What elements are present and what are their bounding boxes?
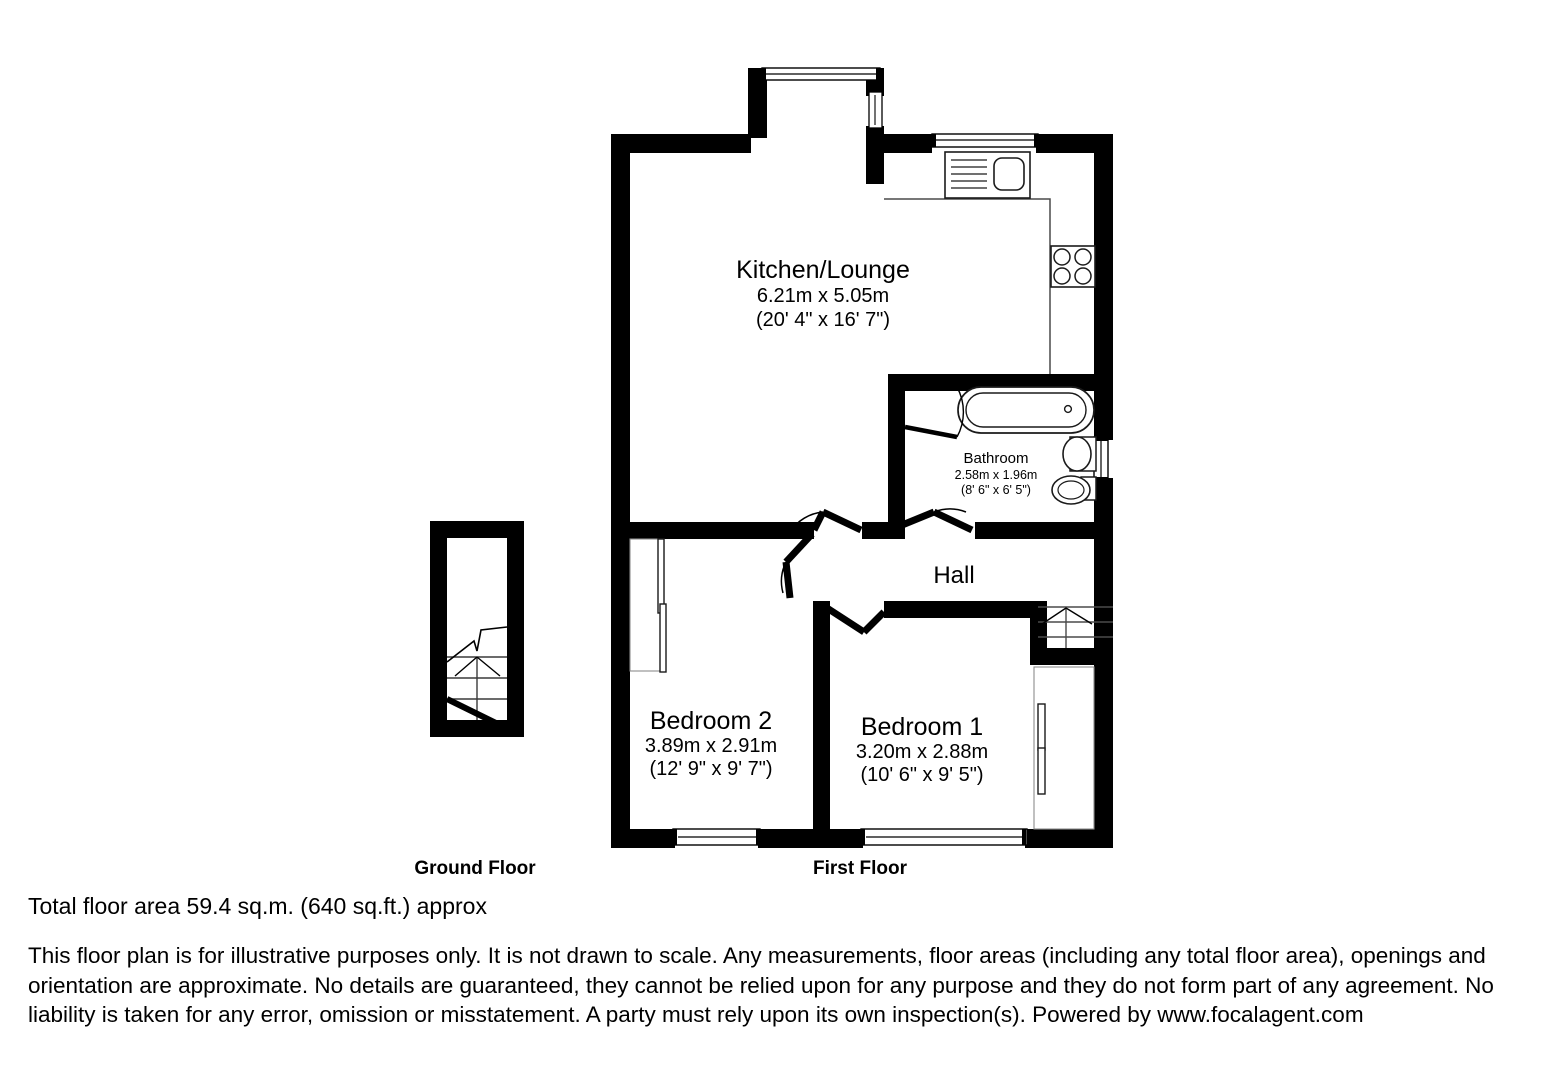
door-hall-to-bedroom-1	[825, 605, 887, 635]
room-dimensions-metric: 6.21m x 5.05m	[757, 285, 889, 307]
door-hall-to-lounge	[789, 508, 863, 534]
stairs-break-line	[446, 626, 508, 663]
wardrobe-icon	[1033, 666, 1095, 830]
room-name: Bedroom 2	[650, 707, 772, 735]
stairs-icon	[1038, 606, 1113, 648]
room-dimensions-metric: 2.58m x 1.96m	[955, 468, 1038, 482]
room-dimensions-imperial: (8' 6" x 6' 5")	[961, 483, 1031, 497]
window-bedroom-2	[672, 828, 761, 846]
ground-floor-walls	[430, 521, 524, 737]
room-name: Hall	[933, 562, 974, 589]
room-dimensions-imperial: (12' 9" x 9' 7")	[650, 758, 773, 780]
ground-floor-door	[430, 696, 506, 737]
room-name: Kitchen/Lounge	[736, 256, 910, 284]
room-label-bedroom-1: Bedroom 1 3.20m x 2.88m (10' 6" x 9' 5")	[856, 713, 988, 786]
hob-icon	[1050, 245, 1096, 288]
room-label-hall: Hall	[933, 562, 974, 589]
room-dimensions-imperial: (10' 6" x 9' 5")	[861, 764, 984, 786]
room-dimensions-metric: 3.89m x 2.91m	[645, 735, 777, 757]
door-hall-to-bathroom	[888, 508, 974, 534]
room-label-bathroom: Bathroom 2.58m x 1.96m (8' 6" x 6' 5")	[955, 450, 1038, 497]
window-recess-side	[868, 91, 883, 129]
first-floor-plan: Kitchen/Lounge 6.21m x 5.05m (20' 4" x 1…	[611, 67, 1113, 848]
total-floor-area: Total floor area 59.4 sq.m. (640 sq.ft.)…	[28, 893, 487, 919]
window-bedroom-1	[860, 828, 1028, 846]
ground-floor-caption: Ground Floor	[414, 858, 536, 879]
bathtub-icon	[957, 386, 1095, 434]
sink-icon	[944, 151, 1031, 199]
door-bathroom-inner	[904, 386, 965, 440]
room-dimensions-metric: 3.20m x 2.88m	[856, 741, 988, 763]
disclaimer-text: This floor plan is for illustrative purp…	[28, 943, 1494, 1028]
window-kitchen	[931, 133, 1039, 148]
room-dimensions-imperial: (20' 4" x 16' 7")	[756, 309, 890, 331]
kitchen-worktop	[884, 198, 1051, 374]
window-bathroom	[1093, 436, 1109, 482]
ground-floor-plan	[430, 521, 524, 737]
door-hall-to-bedroom-2	[780, 531, 815, 599]
first-floor-caption: First Floor	[813, 858, 907, 879]
room-label-bedroom-2: Bedroom 2 3.89m x 2.91m (12' 9" x 9' 7")	[645, 707, 777, 780]
room-name: Bedroom 1	[861, 713, 983, 741]
wash-basin-icon	[1062, 436, 1097, 472]
wardrobe-icon	[629, 538, 667, 673]
room-label-kitchen-lounge: Kitchen/Lounge 6.21m x 5.05m (20' 4" x 1…	[736, 256, 910, 331]
stairs-down-arrow	[1041, 607, 1093, 625]
room-name: Bathroom	[963, 450, 1028, 467]
stairs-direction-arrow	[454, 656, 501, 677]
window-recess-top	[761, 67, 881, 81]
toilet-icon	[1051, 475, 1097, 505]
